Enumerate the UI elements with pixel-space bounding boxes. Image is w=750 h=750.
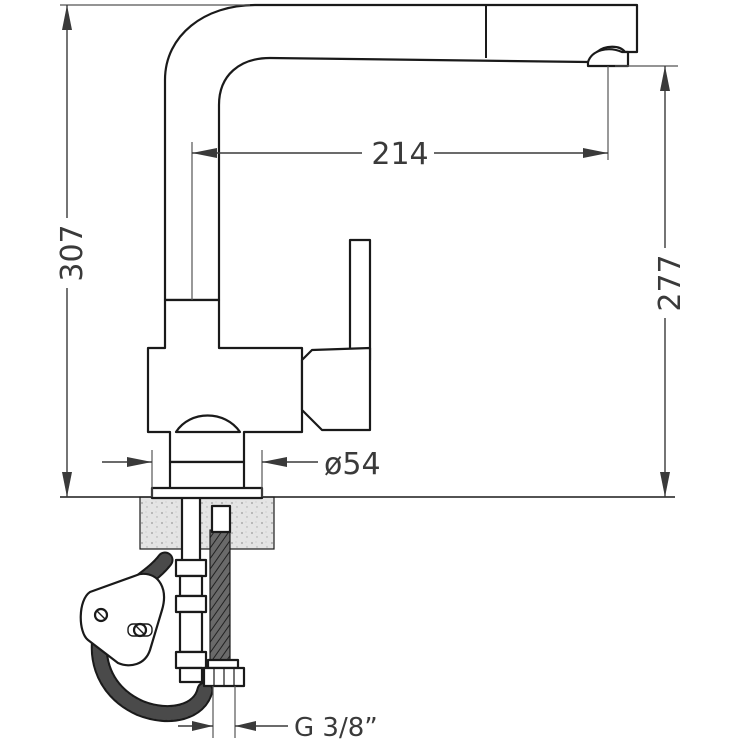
dim-base-diameter: ø54	[102, 447, 381, 497]
connection-pipes	[174, 495, 246, 688]
total-height-label: 307	[55, 224, 90, 281]
mounting-bracket	[79, 572, 166, 667]
spout-height-label: 277	[653, 254, 688, 311]
base-diameter-label: ø54	[324, 447, 381, 482]
kitchen-faucet-drawing	[146, 3, 639, 500]
connection-thread-label: G 3/8”	[294, 713, 378, 743]
dim-connection-thread: G 3/8”	[178, 686, 378, 743]
dim-total-height: 307	[52, 4, 250, 497]
dim-spout-height: 277	[615, 65, 688, 497]
countertop-section	[60, 496, 675, 550]
spout-reach-label: 214	[371, 137, 428, 172]
dim-spout-reach: 214	[191, 66, 609, 300]
